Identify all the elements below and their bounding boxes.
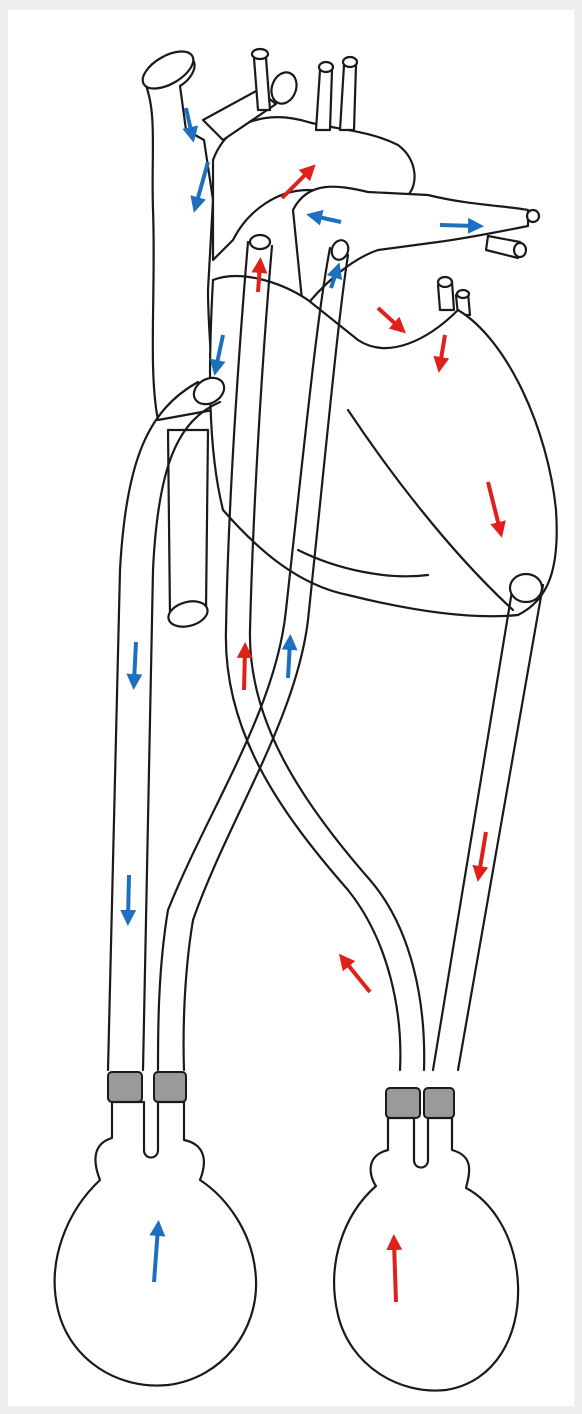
- cuff-right-1: [386, 1088, 420, 1118]
- pv-opening-2: [457, 290, 469, 298]
- right-pump: [334, 1118, 518, 1391]
- carotid-opening-right: [343, 57, 357, 67]
- left-inflow-cannula: [433, 574, 543, 1070]
- branch-opening-2: [252, 49, 268, 59]
- pa-opening-upper: [527, 210, 539, 222]
- ventricles: [210, 276, 557, 616]
- carotid-opening-left: [319, 62, 333, 72]
- figure-panel: [8, 10, 574, 1406]
- flow-arrow: [288, 642, 290, 678]
- inferior-vena-cava: [168, 430, 208, 616]
- carotid-left: [316, 70, 332, 130]
- flow-arrow: [244, 650, 245, 690]
- pv-opening-1: [438, 277, 452, 287]
- flow-arrow: [258, 265, 260, 292]
- flow-arrow: [128, 875, 129, 918]
- flow-arrow: [134, 642, 136, 682]
- flow-arrow: [378, 308, 400, 328]
- heart-assist-diagram: [8, 10, 574, 1406]
- cuff-right-2: [424, 1088, 454, 1118]
- flow-arrow: [344, 960, 370, 992]
- flow-arrow: [440, 225, 476, 226]
- aortic-outflow-tip: [250, 235, 270, 249]
- heart: [137, 44, 557, 631]
- lv-inflow-tip: [510, 574, 542, 602]
- cuff-left-1: [108, 1072, 142, 1102]
- cuff-left-2: [154, 1072, 186, 1102]
- branch-vessel-2: [254, 58, 270, 110]
- flow-arrow: [394, 1242, 396, 1302]
- superior-vena-cava: [143, 54, 213, 420]
- carotid-right: [340, 65, 356, 130]
- pa-opening-lower: [514, 243, 526, 257]
- flow-arrow: [479, 832, 486, 874]
